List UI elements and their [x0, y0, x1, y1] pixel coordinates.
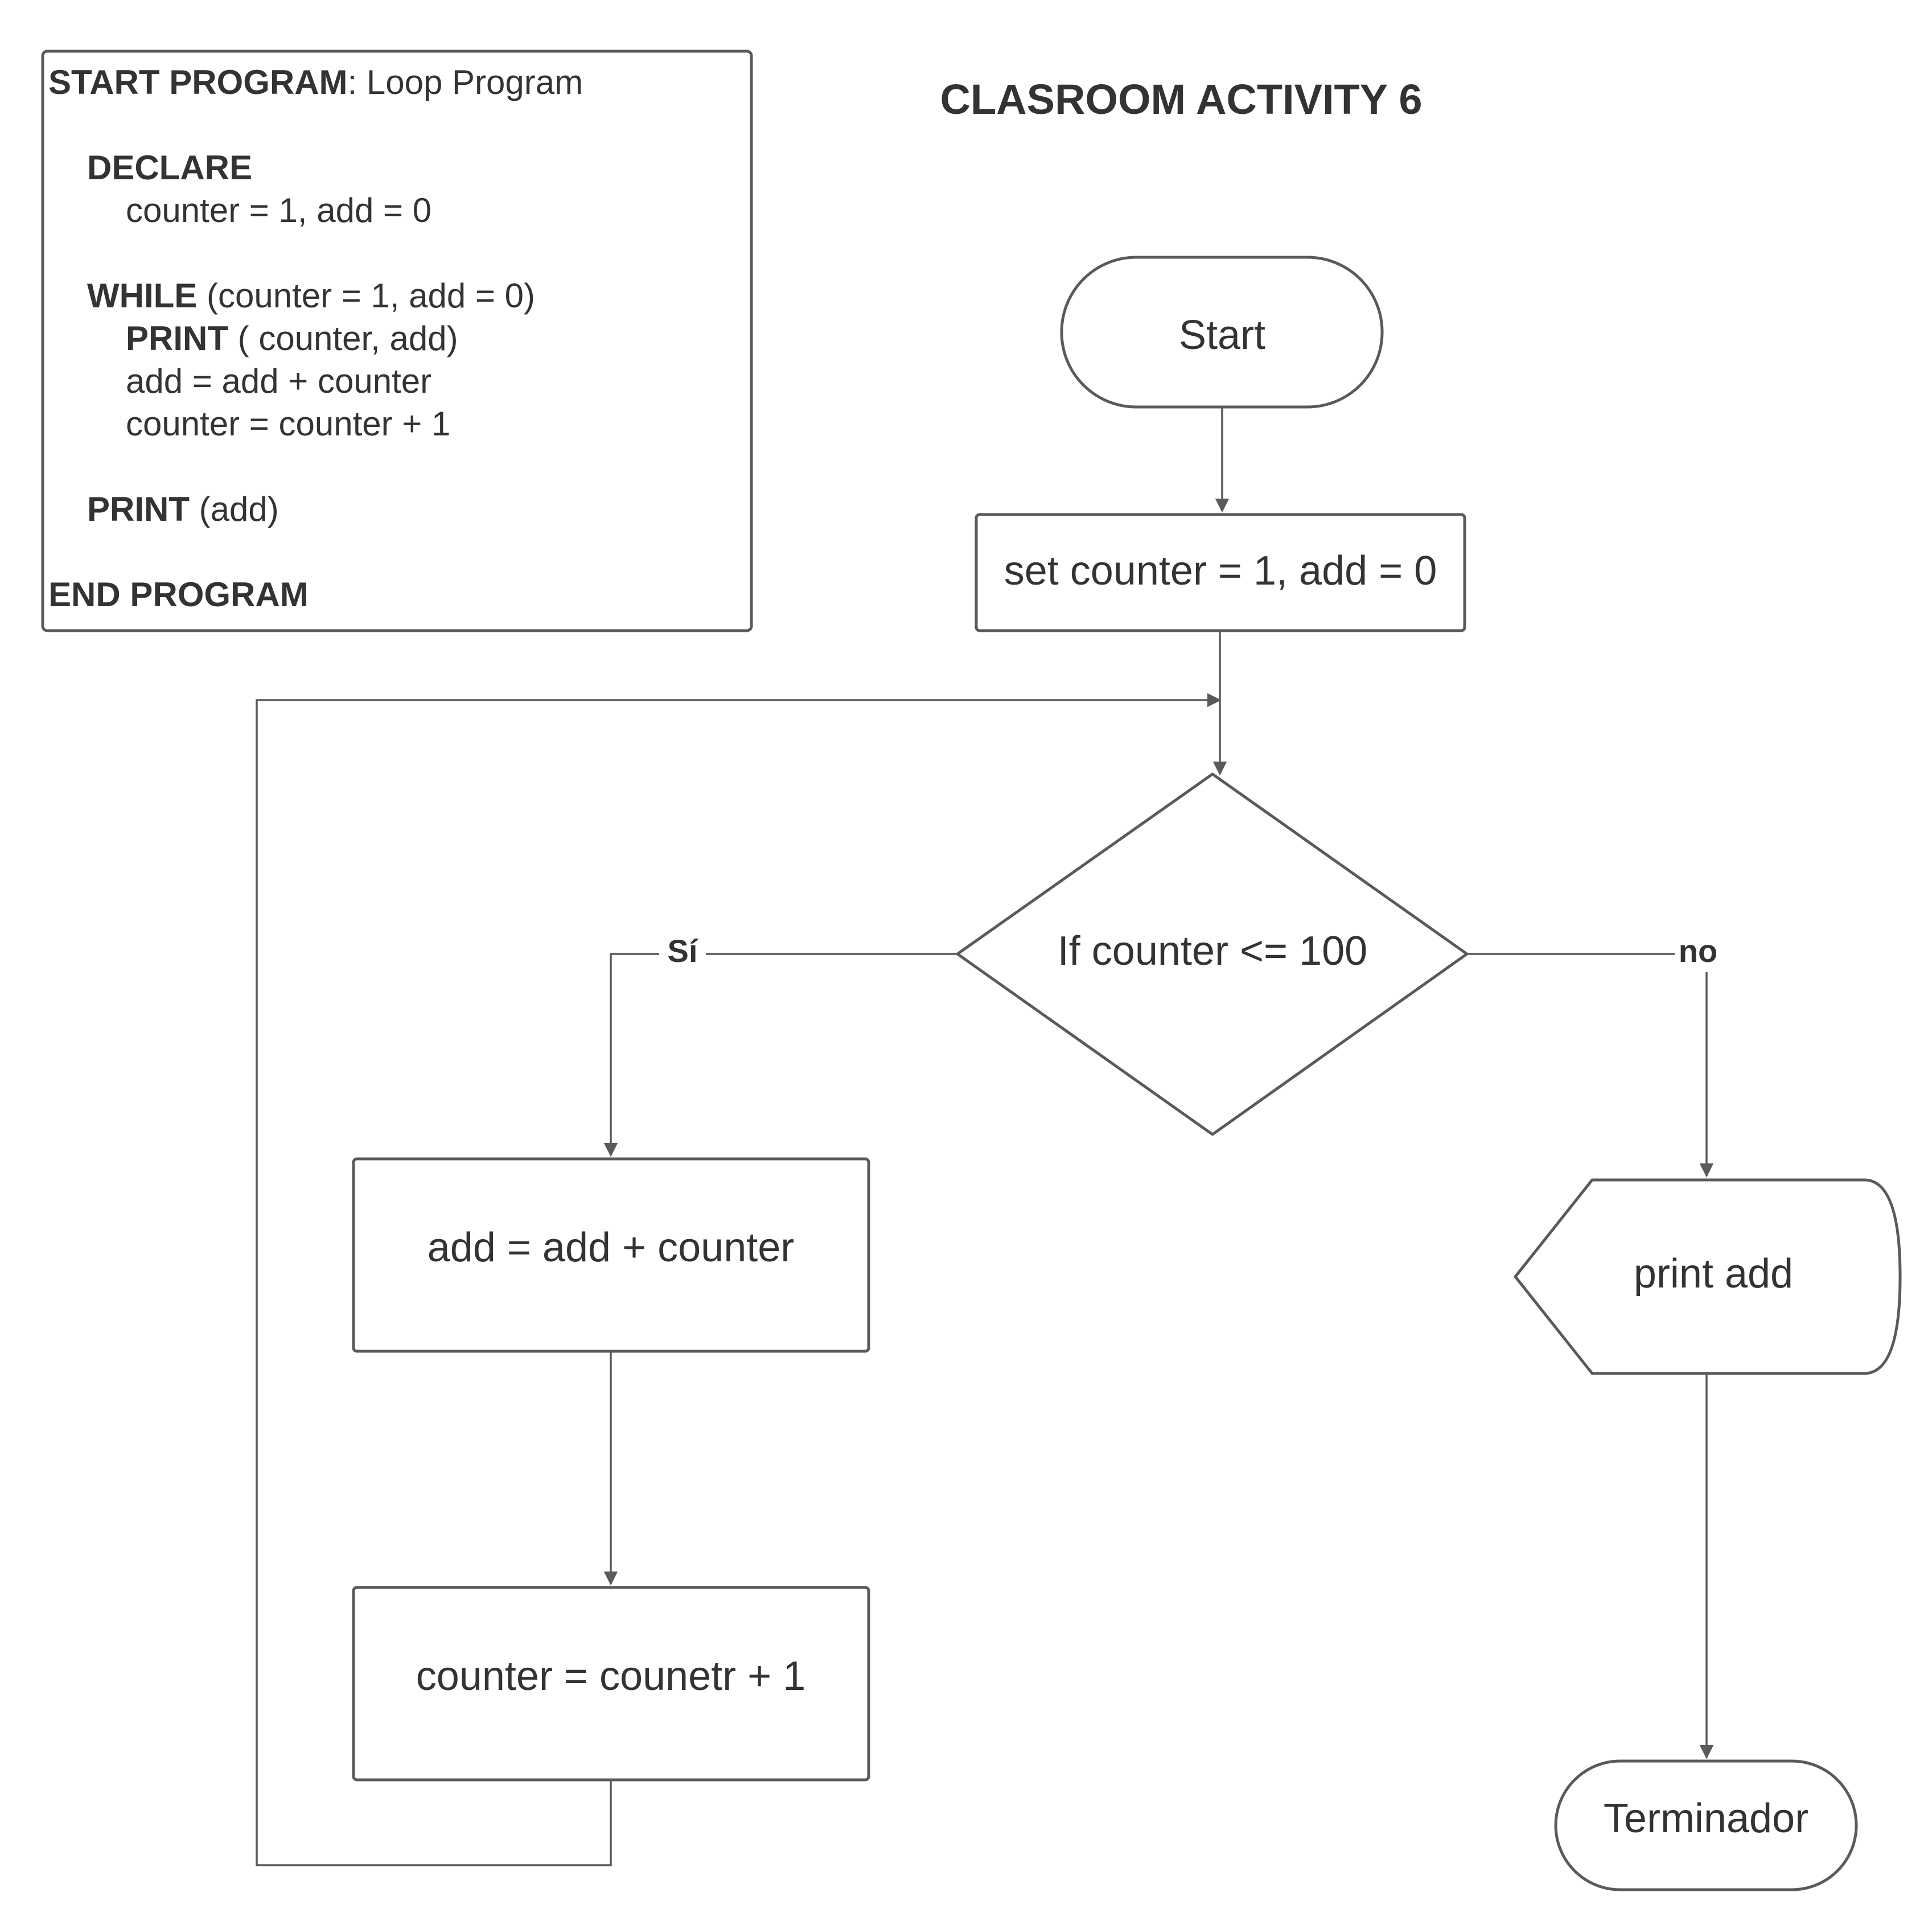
- add-process: add = add + counter: [352, 1157, 870, 1353]
- pseudocode-line: add = add + counter: [126, 362, 431, 400]
- pseudocode-line: PRINT ( counter, add): [126, 319, 458, 357]
- start-terminator: Start: [1060, 256, 1384, 409]
- connector-no-branch: [1467, 953, 1714, 1178]
- edge-label-yes: Sí: [659, 931, 706, 972]
- diagram-title: CLASROOM ACTIVITY 6: [940, 76, 1423, 123]
- edge-label-no: no: [1675, 931, 1721, 972]
- svg-text:set counter = 1, add = 0: set counter = 1, add = 0: [1004, 548, 1437, 594]
- pseudocode-line: WHILE (counter = 1, add = 0): [87, 277, 535, 315]
- svg-text:If counter <= 100: If counter <= 100: [1058, 928, 1367, 974]
- svg-text:add = add + counter: add = add + counter: [427, 1225, 795, 1270]
- connector-loop-back: [256, 693, 1222, 1866]
- svg-text:Sí: Sí: [668, 933, 699, 969]
- pseudocode-panel: START PROGRAM: Loop Program DECLARE coun…: [41, 50, 753, 632]
- decision-diamond: If counter <= 100: [956, 772, 1469, 1136]
- end-terminator: Terminador: [1554, 1759, 1858, 1891]
- pseudocode-line: counter = counter + 1: [126, 405, 450, 443]
- pseudocode-line: END PROGRAM: [48, 575, 309, 614]
- print-display: print add: [1514, 1178, 1902, 1375]
- svg-text:no: no: [1679, 933, 1717, 969]
- pseudocode-line: START PROGRAM: Loop Program: [48, 63, 583, 101]
- svg-text:Start: Start: [1179, 312, 1265, 358]
- svg-text:print add: print add: [1634, 1251, 1793, 1297]
- init-process: set counter = 1, add = 0: [975, 513, 1466, 632]
- pseudocode-line: counter = 1, add = 0: [126, 191, 431, 229]
- connector-yes-branch: [603, 953, 957, 1157]
- increment-process: counter = counetr + 1: [352, 1586, 870, 1782]
- svg-text:Terminador: Terminador: [1604, 1796, 1808, 1841]
- pseudocode-line: PRINT (add): [87, 490, 279, 528]
- svg-text:counter = counetr + 1: counter = counetr + 1: [416, 1653, 805, 1699]
- pseudocode-line: DECLARE: [87, 149, 252, 187]
